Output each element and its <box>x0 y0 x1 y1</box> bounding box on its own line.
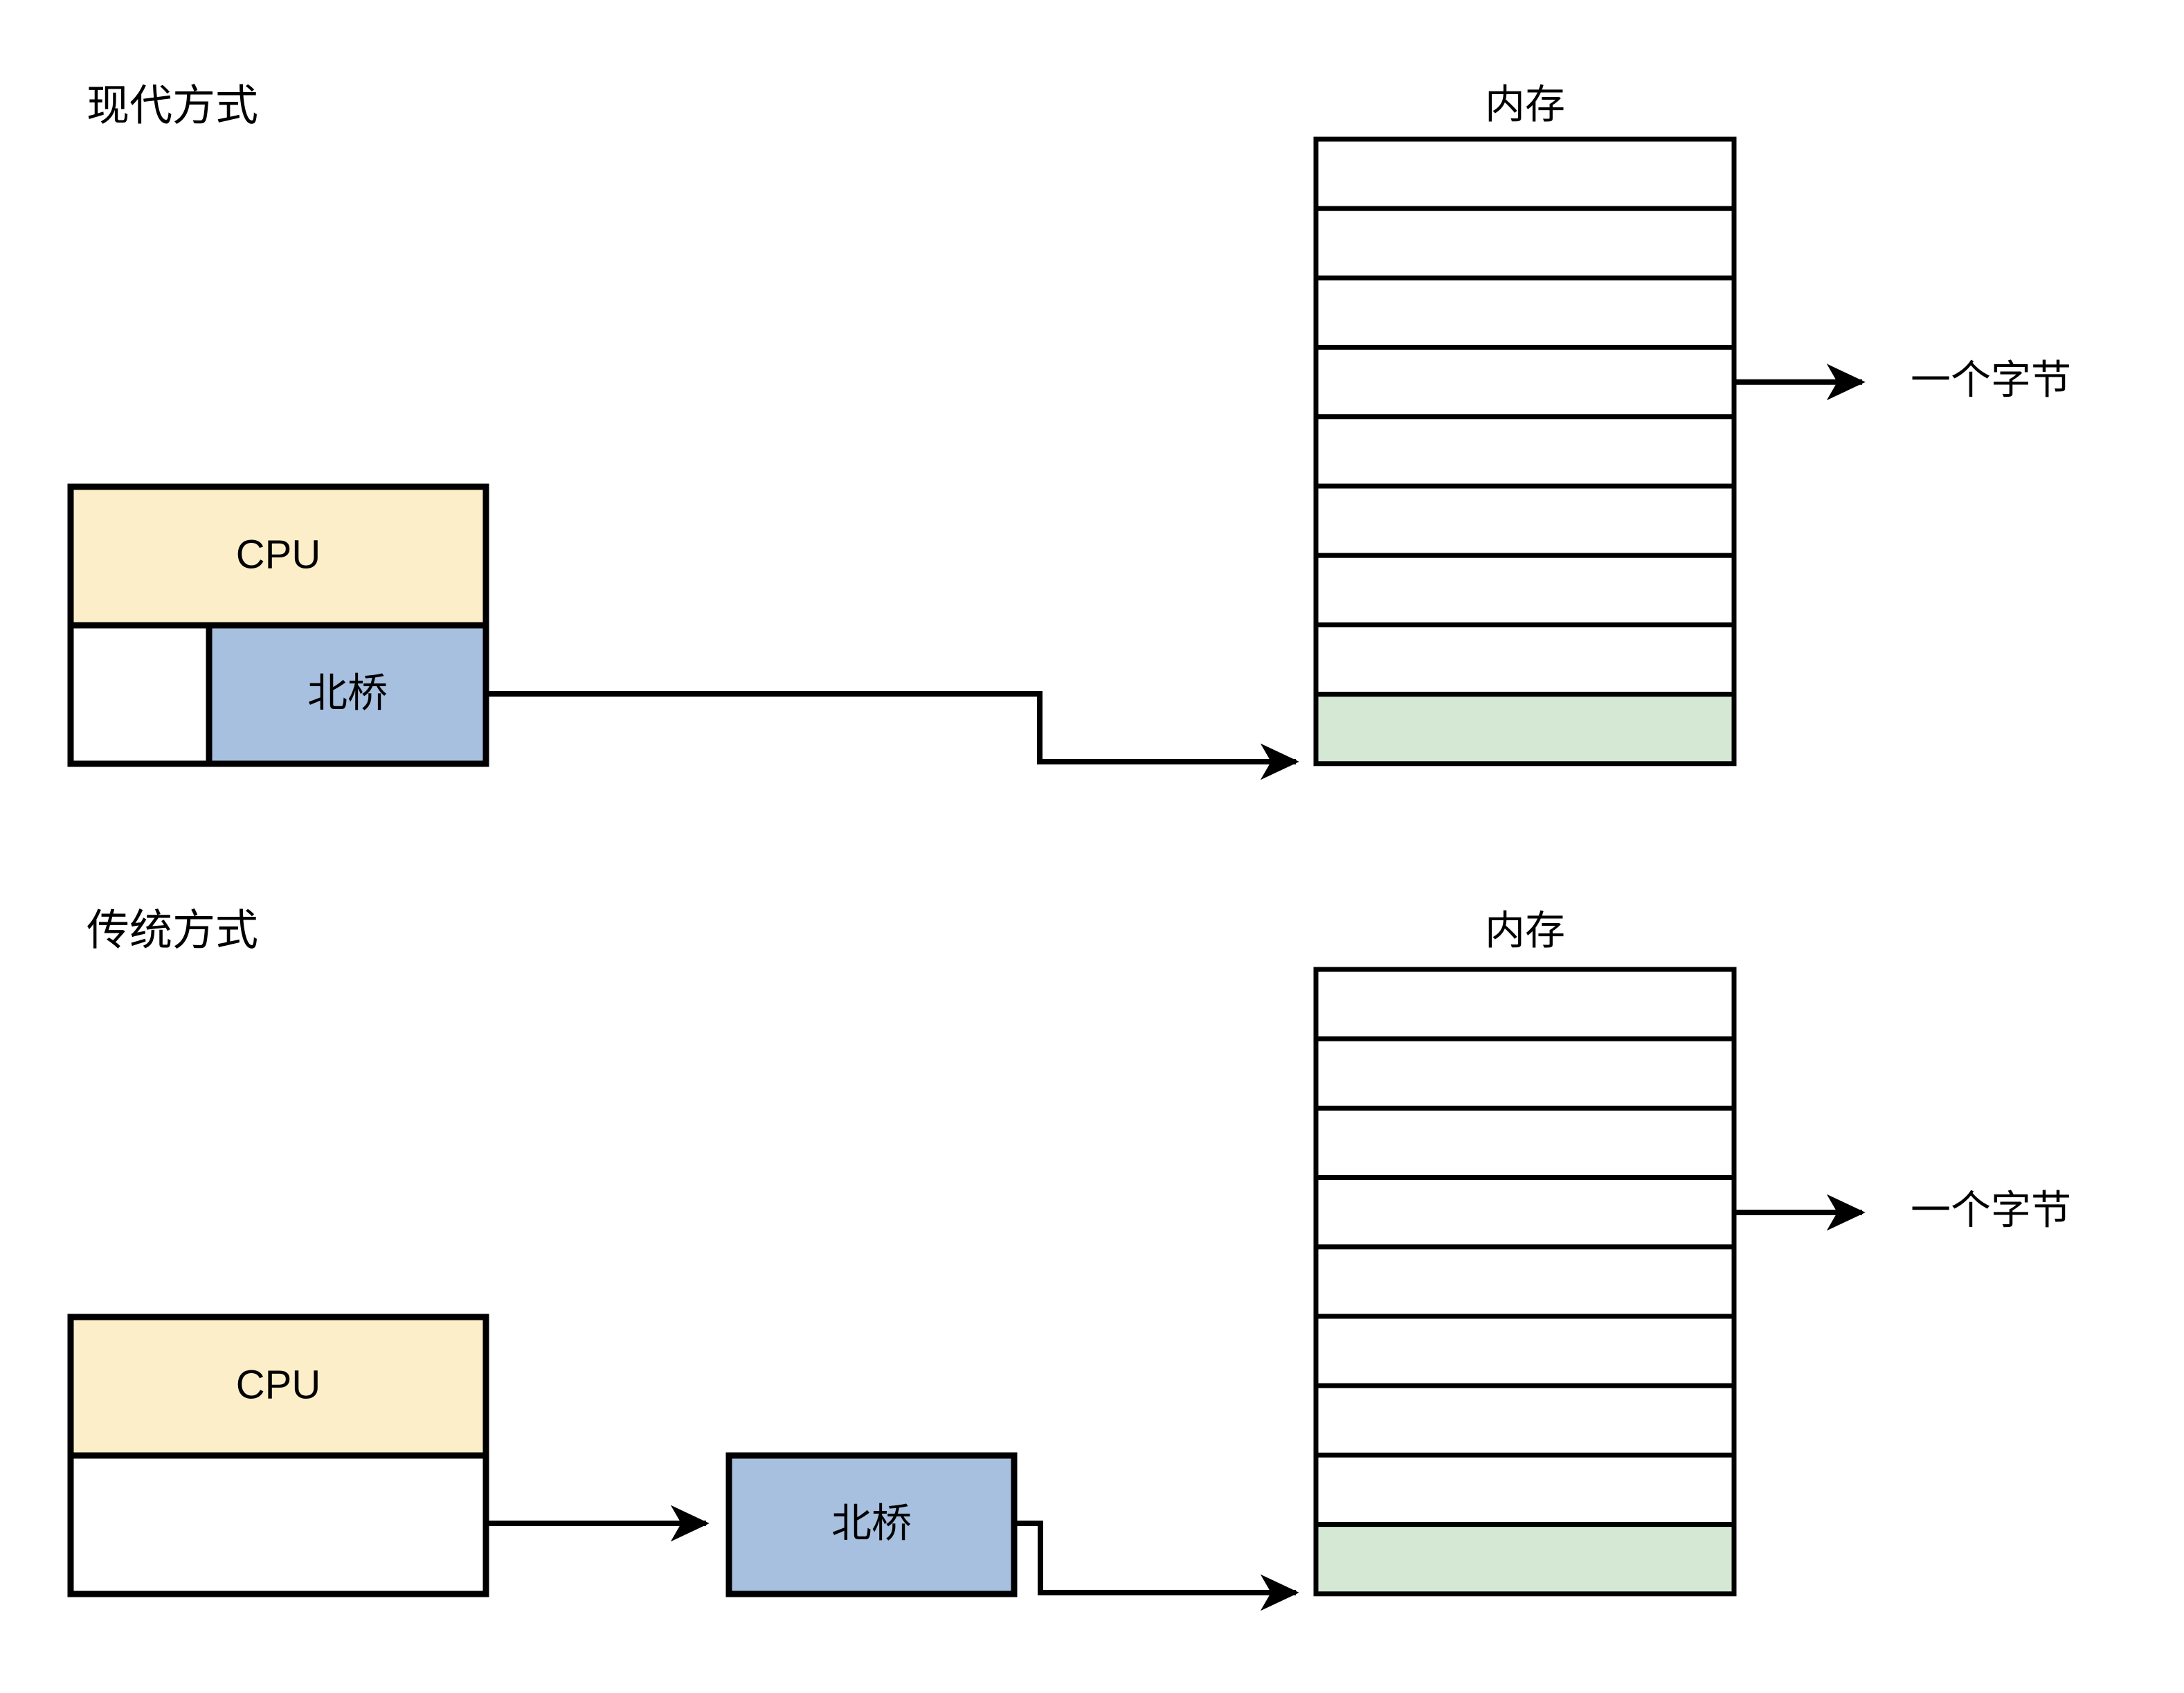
northbridge-block-modern[interactable] <box>206 622 489 767</box>
memory-cell[interactable] <box>1313 136 1737 211</box>
byte-annotation-label: 一个字节 <box>1911 357 2071 402</box>
section-title-traditional: 传统方式 <box>87 906 258 954</box>
memory-cell[interactable] <box>1313 553 1737 627</box>
byte-annotation-traditional: 一个字节 <box>1734 1188 2071 1233</box>
empty-slot-traditional[interactable] <box>67 1452 489 1597</box>
connector-northbridge-to-memory-traditional <box>1014 1521 1299 1611</box>
empty-slot-modern[interactable] <box>67 622 213 767</box>
chip-package-traditional: CPU <box>67 1314 489 1597</box>
memory-cell[interactable] <box>1313 1175 1737 1250</box>
byte-annotation-modern: 一个字节 <box>1734 357 2071 402</box>
memory-cell[interactable] <box>1313 967 1737 1041</box>
memory-cell[interactable] <box>1313 275 1737 350</box>
cpu-block-traditional[interactable] <box>67 1314 489 1459</box>
memory-column-traditional <box>1313 967 1737 1597</box>
northbridge-label-modern: 北桥 <box>307 670 388 715</box>
byte-annotation-label: 一个字节 <box>1911 1188 2071 1233</box>
memory-cell[interactable] <box>1313 622 1737 697</box>
memory-column-modern <box>1313 136 1737 767</box>
northbridge-standalone-traditional: 北桥 <box>725 1452 1018 1597</box>
memory-cell-highlighted[interactable] <box>1313 692 1737 767</box>
memory-cell[interactable] <box>1313 345 1737 420</box>
chip-package-modern: CPU 北桥 <box>67 483 489 767</box>
memory-title-traditional: 内存 <box>1485 908 1565 953</box>
cpu-label-traditional: CPU <box>236 1362 321 1407</box>
memory-cell[interactable] <box>1313 483 1737 558</box>
memory-cell[interactable] <box>1313 414 1737 489</box>
section-modern: 现代方式 内存 一个字节 <box>67 82 2071 780</box>
memory-cell-highlighted[interactable] <box>1313 1522 1737 1597</box>
memory-cell[interactable] <box>1313 1383 1737 1458</box>
connector-northbridge-to-memory-modern <box>489 691 1299 780</box>
section-title-modern: 现代方式 <box>87 82 258 129</box>
memory-cell[interactable] <box>1313 1105 1737 1181</box>
memory-cell[interactable] <box>1313 1244 1737 1319</box>
memory-cell[interactable] <box>1313 206 1737 280</box>
memory-cell[interactable] <box>1313 1314 1737 1388</box>
section-traditional: 传统方式 内存 一个字节 <box>67 906 2071 1611</box>
memory-cell[interactable] <box>1313 1452 1737 1528</box>
northbridge-label-traditional: 北桥 <box>831 1501 912 1546</box>
northbridge-block-traditional[interactable] <box>725 1452 1018 1597</box>
memory-title-modern: 内存 <box>1485 82 1565 127</box>
memory-cell[interactable] <box>1313 1036 1737 1111</box>
cpu-label-modern: CPU <box>236 532 321 577</box>
